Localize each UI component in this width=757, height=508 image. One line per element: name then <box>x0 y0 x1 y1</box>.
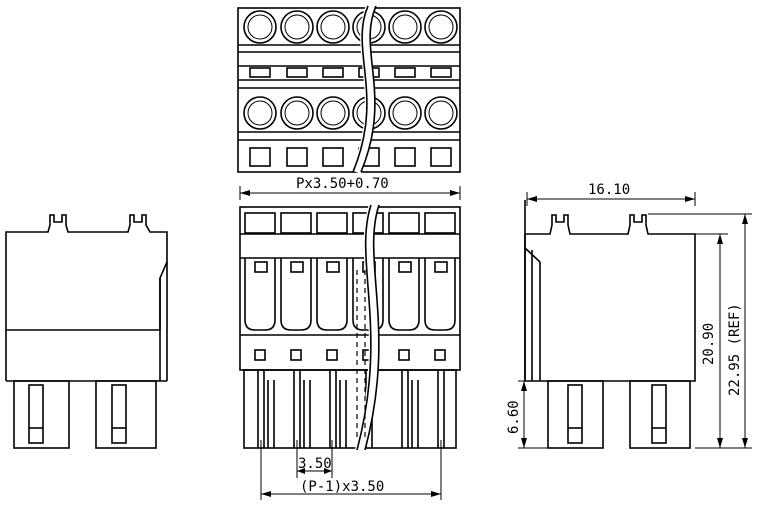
break-line <box>351 4 376 174</box>
dim-width-top: Px3.50+0.70 <box>296 176 389 192</box>
dim-pin-span: (P-1)x3.50 <box>300 479 384 495</box>
dimension-pitch: 3.50 <box>296 440 333 478</box>
dimension-top-width: Px3.50+0.70 <box>239 176 461 200</box>
upper-slot-row <box>249 67 452 78</box>
dim-pitch: 3.50 <box>298 456 332 472</box>
dimension-total-height: 22.95 (REF) <box>648 213 752 449</box>
front-pins <box>257 370 445 448</box>
dimension-pin-length: 6.60 <box>506 380 548 449</box>
lower-slot-row <box>249 147 452 167</box>
dim-pin-length: 6.60 <box>506 400 522 434</box>
dim-total-height: 22.95 (REF) <box>727 303 743 396</box>
dim-side-width: 16.10 <box>588 182 630 198</box>
left-side-view <box>5 214 168 449</box>
dimension-side-width: 16.10 <box>526 182 696 206</box>
front-upper-cells <box>244 212 456 234</box>
lower-circle-row <box>243 96 458 130</box>
front-view <box>239 203 461 452</box>
top-view <box>237 4 461 174</box>
upper-circle-row <box>243 10 458 44</box>
front-lower-windows <box>254 349 446 361</box>
right-side-view <box>524 200 696 449</box>
dim-body-height: 20.90 <box>701 323 717 365</box>
front-pushers <box>244 258 456 331</box>
dimension-body-height: 20.90 <box>648 233 728 449</box>
dimension-pin-span: (P-1)x3.50 <box>260 440 442 500</box>
left-side-pins <box>13 380 157 449</box>
right-side-pins <box>547 380 691 449</box>
